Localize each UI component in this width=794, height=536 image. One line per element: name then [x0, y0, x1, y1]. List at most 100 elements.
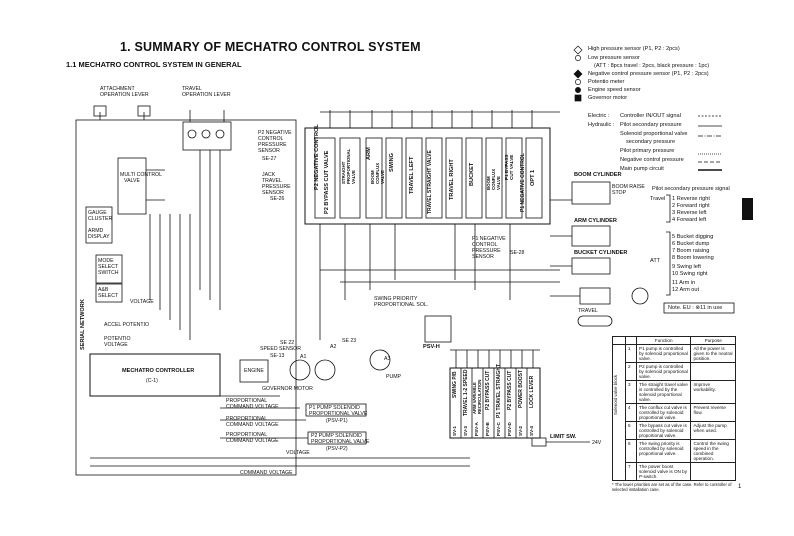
- v24-label: 24V: [592, 440, 602, 446]
- travel-lever-label: TRAVEL OPERATION LEVER: [182, 86, 231, 98]
- arm-display: ARMD DISPLAY: [88, 228, 110, 240]
- legend-item: Low pressure sensor: [588, 55, 640, 61]
- pump-label: PUMP: [386, 374, 401, 380]
- valve-label: TRAVEL STRAIGHT VALVE: [427, 150, 433, 214]
- solenoid-code: PSV-B: [485, 422, 490, 436]
- section-subtitle: 1.1 MECHATRO CONTROL SYSTEM IN GENERAL: [66, 60, 242, 69]
- pilot-item: 6 Bucket dump: [672, 241, 710, 247]
- table-header-function: Function: [635, 336, 692, 345]
- travel-sensor-code: SE-26: [270, 196, 285, 202]
- p1-pump-solenoid: P1 PUMP SOLENOID PROPORTIONAL VALVE: [309, 405, 368, 417]
- boom-rod-label: BOOM RAISE STOP: [612, 184, 645, 196]
- pilot-item: 7 Boom raising: [672, 248, 710, 254]
- pilot-note: Note. EU : ⊗11 in use: [668, 305, 723, 311]
- pilot-group-travel: Travel: [650, 196, 666, 202]
- pilot-group-att: ATT: [650, 258, 661, 264]
- solenoid-code: SV-3: [463, 426, 468, 436]
- valve-label: BOOM CONFLUX VALVE: [486, 168, 501, 190]
- legend-line: Main pump circuit: [620, 166, 664, 172]
- legend-line: Pilot primary pressure: [620, 148, 675, 154]
- valve-label: BUCKET: [469, 162, 475, 186]
- page-title: 1. SUMMARY OF MECHATRO CONTROL SYSTEM: [120, 40, 421, 54]
- pilot-item: 9 Swing left: [672, 264, 701, 270]
- table-row: Solenoid valve block 1 P1 pump is contro…: [612, 344, 736, 481]
- bottom-voltage-label: VOLTAGE: [286, 450, 310, 456]
- p1-pump-code: (PSV-P1): [326, 418, 348, 424]
- valve-label: SWING: [389, 153, 395, 172]
- solenoid-code: SV-1: [452, 426, 457, 436]
- solenoid-code: PSV-C: [496, 422, 501, 436]
- governor-motor-label: GOVERNOR MOTOR: [262, 386, 313, 392]
- frame-left: [75, 119, 297, 476]
- controller-code: (C-1): [146, 378, 158, 384]
- p1-neg-code: SE-28: [510, 250, 525, 256]
- p2-pump-code: (PSV-P2): [326, 446, 348, 452]
- potentio-meter-icon: [575, 79, 581, 85]
- a1-label: A1: [300, 354, 307, 360]
- swing-priority-sol: SWING PRIORITY PROPORTIONAL SOL.: [374, 296, 429, 308]
- high-pressure-sensor-icon: [573, 45, 583, 55]
- valve-label: P1 BYPASS CUT VALVE: [504, 154, 514, 180]
- speed-sensor-code: SE-13: [270, 353, 285, 359]
- table-row: 2 P2 pump is controlled by solenoid prop…: [613, 362, 736, 381]
- pilot-item: 2 Forward right: [672, 203, 710, 209]
- legend-line: Controller IN/OUT signal: [620, 113, 681, 119]
- valve-label: TRAVEL LEFT: [409, 156, 415, 194]
- legend-item: Potentio meter: [588, 79, 625, 85]
- travel-pressure-sensor: JACK TRAVEL PRESSURE SENSOR: [262, 172, 291, 196]
- mode-select-switch: MODE SELECT SWITCH: [98, 258, 119, 276]
- limit-switch-label: LIMIT SW.: [550, 434, 577, 440]
- solenoid-label: LOCK LEVER: [529, 375, 535, 408]
- solenoid-label: P2 BYPASS CUT: [507, 370, 513, 410]
- legend-item: (ATT : 8pcs travel : 2pcs, black pressur…: [594, 63, 710, 69]
- att-lever-label: ATTACHMENT OPERATION LEVER: [100, 86, 149, 98]
- pilot-item: 12 Arm out: [672, 287, 700, 293]
- negative-sensor-icon: [573, 69, 583, 79]
- arm-cylinder-label: ARM CYLINDER: [574, 218, 617, 224]
- table-group-label: Solenoid valve block: [613, 374, 618, 416]
- pilot-item: 4 Forward left: [672, 217, 707, 223]
- valve-label: TRAVEL RIGHT: [449, 159, 455, 200]
- low-pressure-sensor-icon: [575, 55, 581, 61]
- valve-label: OPT 1: [530, 169, 536, 186]
- valve-label: P2 NEGATIVE CONTROL: [314, 124, 320, 190]
- table-row: 6 The swing priority is controlled by so…: [613, 439, 736, 463]
- solenoid-label: P2 BYPASS CUT: [485, 370, 491, 410]
- legend-item: High pressure sensor (P1, P2 : 2pcs): [588, 46, 680, 52]
- p2-neg-code: SE-27: [262, 156, 277, 162]
- travel-motor-label: TRAVEL: [578, 308, 598, 314]
- boom-cylinder-label: BOOM CYLINDER: [574, 172, 622, 178]
- legend-line: Solenoid proportional valve: [620, 131, 688, 137]
- engine-label: ENGINE: [244, 368, 264, 374]
- solenoid-label: POWER BOOST: [518, 369, 524, 408]
- a3-label: A3: [384, 356, 391, 362]
- psv-h-label: PSV-H: [423, 344, 440, 350]
- solenoid-code: SV-2: [518, 426, 523, 436]
- pilot-item: 11 Arm in: [672, 280, 696, 286]
- p2-neg-control-sensor: P2 NEGATIVE CONTROL PRESSURE SENSOR: [258, 130, 292, 154]
- pilot-item: 5 Bucket digging: [672, 234, 714, 240]
- valve-label: STRAIGHT PROPORTIONAL VALVE: [341, 148, 356, 184]
- table-header-purpose: Purpose: [690, 336, 736, 345]
- legend-line: Pilot secondary pressure: [620, 122, 682, 128]
- table-footer: * The lower priorities are set as of the…: [612, 482, 732, 492]
- solenoid-code: PSV-A: [474, 422, 479, 436]
- governor-motor-icon: [574, 94, 582, 102]
- pilot-signal-title: Pilot secondary pressure signal: [652, 186, 730, 192]
- legend-line: secondary pressure: [626, 139, 676, 145]
- solenoid-code: SV-4: [529, 426, 534, 436]
- section-tab-marker: [742, 198, 753, 220]
- pilot-item: 10 Swing right: [672, 271, 708, 277]
- legend-item: Governor motor: [588, 95, 628, 101]
- page-number: 1: [738, 484, 742, 490]
- multi-control-valve: MULTI CONTROL VALVE: [120, 172, 162, 184]
- valve-label: P2 BYPASS CUT VALVE: [324, 150, 330, 214]
- proportional-voltage-3: PROPORTIONAL COMMAND VOLTAGE: [226, 432, 279, 444]
- gauge-cluster: GAUGE CLUSTER: [88, 210, 113, 222]
- bottom-command-label: COMMAND VOLTAGE: [240, 470, 293, 476]
- bucket-cylinder-label: BUCKET CYLINDER: [574, 250, 628, 256]
- legend-hydraulic-label: Hydraulic :: [588, 122, 615, 128]
- proportional-voltage-2: PROPORTIONAL COMMAND VOLTAGE: [226, 416, 279, 428]
- arm-select: A&B SELECT: [98, 287, 119, 299]
